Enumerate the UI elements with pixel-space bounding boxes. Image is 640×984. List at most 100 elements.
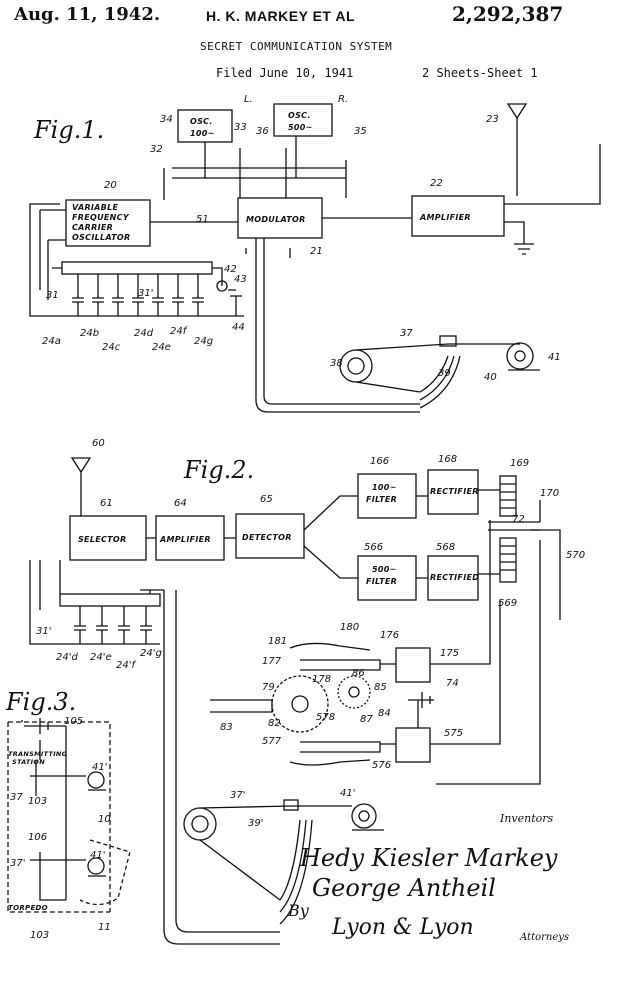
motor-40 — [506, 342, 534, 370]
ref-34: 34 — [160, 114, 173, 125]
ref-23: 23 — [486, 114, 499, 125]
ref-64: 64 — [174, 498, 187, 509]
ref-36: 36 — [256, 126, 269, 137]
capacitor-bank-fig1 — [72, 274, 204, 316]
ref-577: 577 — [262, 736, 282, 747]
ref-85: 85 — [374, 682, 387, 693]
ref-33: 33 — [234, 122, 247, 133]
filter500-line2: FILTER — [366, 577, 397, 586]
amplifier-box-fig1 — [411, 195, 505, 237]
sheet-number: 2 Sheets-Sheet 1 — [422, 66, 538, 80]
filing-date: Filed June 10, 1941 — [216, 66, 354, 80]
ref-79: 79 — [262, 682, 275, 693]
antenna-icon-fig2 — [70, 457, 92, 516]
ref-105: 105 — [64, 716, 83, 727]
fig2-label: Fig.2. — [183, 456, 254, 484]
ref-103: 103 — [28, 796, 47, 807]
ref-24g: 24g — [194, 336, 213, 347]
ref-60: 60 — [92, 438, 105, 449]
filter100-line1: 100~ — [372, 483, 397, 492]
ref-32: 32 — [150, 144, 163, 155]
ref-21: 21 — [310, 246, 323, 257]
attorneys-label: Attorneys — [519, 932, 569, 943]
ref-82: 82 — [268, 718, 281, 729]
ref-37q: 37 — [10, 792, 23, 803]
ref-24c: 24c — [102, 342, 121, 353]
ref-20: 20 — [104, 180, 117, 191]
rectifier-top-box — [427, 469, 479, 515]
signature-markey: Hedy Kiesler Markey — [299, 844, 558, 872]
ref-177: 177 — [262, 656, 282, 667]
filter500-line1: 500~ — [372, 565, 397, 574]
solenoid-175 — [395, 647, 431, 683]
ref-43: 43 — [234, 274, 247, 285]
ref-31: 31 — [46, 290, 59, 301]
signature-antheil: George Antheil — [312, 874, 496, 902]
ref-37: 37 — [400, 328, 413, 339]
modulator-label: MODULATOR — [246, 215, 306, 224]
ref-61: 61 — [100, 498, 113, 509]
ref-83: 83 — [220, 722, 233, 733]
transmitting-line2: STATION — [12, 758, 45, 766]
ref-87: 87 — [360, 714, 373, 725]
ground-icon — [504, 221, 534, 255]
ref-37r: 37' — [10, 858, 25, 869]
transmitting-line1: TRANSMITTING — [8, 750, 68, 758]
ref-24f: 24f — [170, 326, 188, 337]
ref-181: 181 — [268, 636, 287, 647]
ref-575: 575 — [444, 728, 463, 739]
ref-24a: 24a — [42, 336, 61, 347]
ref-35: 35 — [354, 126, 367, 137]
ref-103b: 103 — [30, 930, 49, 941]
motor-41-fig2 — [351, 803, 377, 829]
ref-166: 166 — [370, 456, 389, 467]
ref-31p: 31' — [138, 288, 153, 299]
tape-reel-fig2 — [183, 807, 217, 841]
filter100-line2: FILTER — [366, 495, 397, 504]
ref-86: 86 — [352, 668, 365, 679]
ref-31q: 31' — [36, 626, 51, 637]
patent-title: SECRET COMMUNICATION SYSTEM — [200, 40, 393, 53]
gear-86 — [337, 675, 371, 709]
by-label: By — [287, 901, 310, 920]
antenna-icon — [506, 103, 528, 196]
ref-38: 38 — [330, 358, 343, 369]
osc-500-box — [273, 103, 333, 137]
ref-51: 51 — [196, 214, 209, 225]
ref-176: 176 — [380, 630, 399, 641]
ref-84: 84 — [378, 708, 391, 719]
detector-box — [235, 513, 305, 559]
vfco-line2: FREQUENCY — [72, 213, 130, 222]
rectifier-top-label: RECTIFIER — [430, 487, 479, 496]
ref-22: 22 — [430, 178, 443, 189]
vfco-line3: CARRIER — [72, 223, 113, 232]
ref-178: 178 — [312, 674, 331, 685]
ref-168: 168 — [438, 454, 457, 465]
ref-24e: 24e — [152, 342, 171, 353]
ref-42: 42 — [224, 264, 237, 275]
fig3-label: Fig.3. — [5, 688, 76, 716]
ref-106: 106 — [28, 832, 47, 843]
inventors-label: Inventors — [499, 812, 554, 825]
vfco-line4: OSCILLATOR — [72, 233, 130, 242]
ref-576: 576 — [372, 760, 391, 771]
ref-569: 569 — [498, 598, 517, 609]
ref-170: 170 — [540, 488, 559, 499]
ref-72: 72 — [512, 514, 525, 525]
osc500-line1: OSC. — [288, 111, 311, 120]
ref-40: 40 — [484, 372, 497, 383]
rectifier-bottom-label: RECTIFIED — [430, 573, 479, 582]
right-mark: R. — [338, 94, 348, 105]
ref-41p: 41' — [340, 788, 355, 799]
ref-41: 41 — [548, 352, 561, 363]
ref-24d: 24d — [134, 328, 154, 339]
osc500-line2: 500~ — [288, 123, 313, 132]
selector-label: SELECTOR — [78, 535, 126, 544]
osc100-line2: 100~ — [190, 129, 215, 138]
ref-24e2: 24'e — [90, 652, 112, 663]
motor-41-fig3-top — [87, 771, 105, 789]
osc100-line1: OSC. — [190, 117, 213, 126]
detector-label: DETECTOR — [242, 533, 292, 542]
